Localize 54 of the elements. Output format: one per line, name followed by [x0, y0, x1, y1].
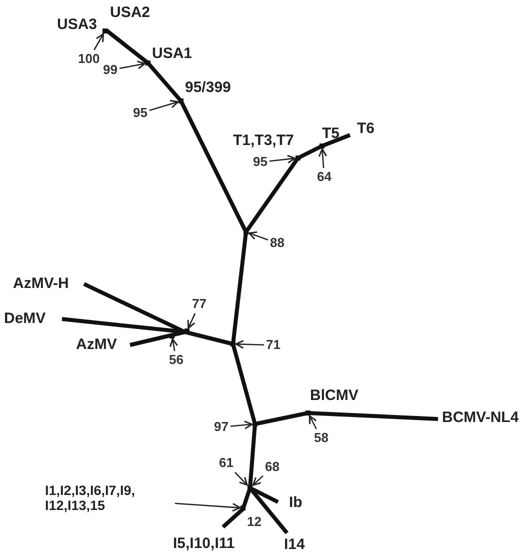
- taxon-label: T5: [322, 126, 340, 142]
- bootstrap-value: 99: [103, 63, 118, 78]
- taxon-label: Ib: [289, 495, 302, 512]
- leader-arrow: [318, 148, 328, 168]
- bootstrap-value: 77: [192, 297, 206, 312]
- taxon-label: T6: [357, 121, 375, 138]
- taxon-label: USA2: [110, 5, 150, 22]
- branch-point: [320, 144, 324, 148]
- leader-arrow: [94, 33, 104, 50]
- branch-point: [296, 156, 300, 160]
- leader-arrow: [149, 100, 179, 112]
- taxon-label: AzMV: [76, 337, 117, 354]
- bootstrap-value: 56: [169, 353, 184, 368]
- bootstrap-value: 71: [266, 338, 280, 352]
- taxon-label: I14: [284, 537, 305, 553]
- bootstrap-value: 64: [317, 170, 332, 184]
- taxon-label: USA3: [57, 17, 98, 34]
- bootstrap-value: 61: [219, 456, 234, 470]
- leader-arrow: [119, 60, 146, 70]
- leader-arrow: [248, 231, 268, 240]
- leader-arrow: [269, 154, 296, 164]
- leader-arrow: [234, 472, 248, 486]
- bootstrap-value: 12: [247, 515, 262, 530]
- branch-point: [184, 328, 190, 334]
- bootstrap-value: 88: [270, 236, 284, 250]
- branch-point: [102, 28, 108, 34]
- leader-arrow: [235, 340, 264, 349]
- branch-point: [178, 98, 184, 104]
- taxon-label: DeMV: [4, 311, 46, 328]
- taxon-label: AzMV-H: [13, 276, 69, 292]
- leader-arrow: [252, 475, 264, 486]
- bootstrap-value: 100: [78, 52, 100, 66]
- branch-point: [244, 230, 248, 234]
- bootstrap-value: 95: [253, 155, 268, 170]
- leader-arrow: [187, 313, 196, 329]
- bootstrap-value: 97: [214, 420, 228, 434]
- taxon-label: 95/399: [185, 80, 231, 96]
- branch-point: [170, 334, 174, 338]
- leader-arrow: [174, 502, 241, 512]
- leader-arrow: [169, 338, 178, 352]
- branch-point: [248, 486, 252, 490]
- leader-arrow: [230, 420, 253, 430]
- taxon-label: T1,T3,T7: [233, 133, 294, 150]
- branch-point: [240, 506, 246, 510]
- leader-arrow: [308, 415, 317, 430]
- taxon-label: BCMV-NL4: [442, 410, 519, 426]
- bootstrap-value: 58: [314, 431, 328, 446]
- bootstrap-value: 68: [265, 460, 280, 474]
- bootstrap-value: 95: [133, 106, 148, 120]
- taxon-label: I5,I10,I11: [173, 536, 235, 552]
- taxon-label: BlCMV: [310, 388, 358, 404]
- branch-point: [146, 60, 150, 66]
- taxon-label: USA1: [152, 46, 192, 62]
- taxon-label: I1,I2,I3,I6,I7,I9, I12,I13,15: [45, 484, 173, 514]
